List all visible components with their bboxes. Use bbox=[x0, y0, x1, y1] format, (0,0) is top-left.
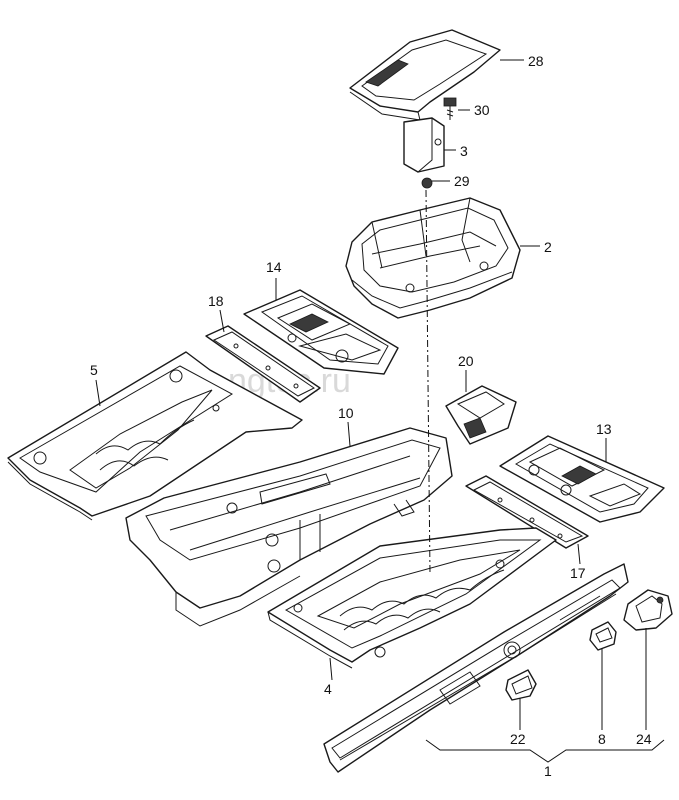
part-1-side-sill bbox=[323, 563, 629, 773]
callout-4: 4 bbox=[324, 681, 332, 697]
part-3-bracket bbox=[403, 117, 445, 173]
leader-lines bbox=[95, 59, 665, 763]
assembly-axis-line bbox=[425, 189, 431, 575]
callout-1: 1 bbox=[544, 763, 552, 779]
callout-29: 29 bbox=[454, 173, 470, 189]
part-10-center-tunnel bbox=[125, 427, 453, 627]
part-8-bracket bbox=[589, 621, 617, 651]
part-29-nut bbox=[421, 177, 433, 189]
callout-8: 8 bbox=[598, 731, 606, 747]
part-24-end-cap bbox=[623, 589, 673, 631]
part-13-floor-panel-right bbox=[499, 435, 665, 523]
callout-3: 3 bbox=[460, 143, 468, 159]
part-4-floor-right bbox=[267, 527, 557, 669]
part-18-cross-member bbox=[205, 325, 321, 403]
part-17-cross-member-right bbox=[465, 475, 589, 549]
callout-14: 14 bbox=[266, 259, 282, 275]
part-5-floor-left bbox=[7, 351, 303, 521]
callout-28: 28 bbox=[528, 53, 544, 69]
callout-30: 30 bbox=[474, 102, 490, 118]
part-14-floor-panel bbox=[243, 289, 399, 375]
callout-22: 22 bbox=[510, 731, 526, 747]
callout-24: 24 bbox=[636, 731, 652, 747]
callout-18: 18 bbox=[208, 293, 224, 309]
callout-20: 20 bbox=[458, 353, 474, 369]
part-30-bolt bbox=[443, 97, 457, 120]
callout-17: 17 bbox=[570, 565, 586, 581]
part-20-bracket bbox=[445, 385, 517, 445]
part-2-spare-wheel-well bbox=[345, 197, 521, 319]
callout-labels: 28 30 3 29 2 14 18 5 10 20 13 17 4 22 8 … bbox=[90, 53, 652, 779]
part-22-bracket bbox=[505, 669, 537, 701]
callout-10: 10 bbox=[338, 405, 354, 421]
part-28-cover bbox=[349, 29, 501, 121]
callout-2: 2 bbox=[544, 239, 552, 255]
callout-13: 13 bbox=[596, 421, 612, 437]
callout-5: 5 bbox=[90, 362, 98, 378]
